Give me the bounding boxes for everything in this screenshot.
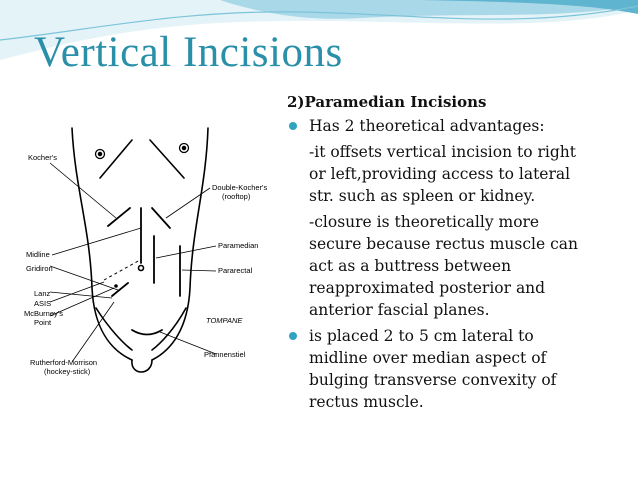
sub-line: reapproximated posterior and: [309, 279, 546, 297]
sub-line: -it offsets vertical incision to right: [309, 143, 576, 161]
bullet-item-advantages: Has 2 theoretical advantages:: [287, 115, 627, 137]
sub-line: str. such as spleen or kidney.: [309, 187, 536, 205]
bullet-line: rectus muscle.: [309, 393, 424, 411]
sub-item-closure: -closure is theoretically more secure be…: [287, 211, 627, 321]
bullet-line: midline over median aspect of: [309, 349, 547, 367]
label-lanz: Lanz: [34, 289, 51, 298]
label-signature: TOMPANE: [206, 316, 243, 325]
bullet-dot-icon: [289, 332, 297, 340]
bullet-line: is placed 2 to 5 cm lateral to: [309, 327, 534, 345]
bullet-dot-icon: [289, 122, 297, 130]
kocher-incision: [107, 207, 131, 227]
label-rooftop: (rooftop): [222, 192, 251, 201]
slide-title: Vertical Incisions: [34, 29, 343, 76]
label-hockey-stick: (hockey-stick): [44, 367, 91, 376]
bullet-item-placement: is placed 2 to 5 cm lateral to midline o…: [287, 325, 627, 413]
sub-item-offsets: -it offsets vertical incision to right o…: [287, 141, 627, 207]
gridiron-incision: [111, 282, 129, 297]
label-point: Point: [34, 318, 52, 327]
pfannenstiel-incision: [131, 329, 163, 336]
label-asis: ASIS: [34, 299, 51, 308]
label-gridiron: Gridiron: [26, 264, 53, 273]
bullet-line: bulging transverse convexity of: [309, 371, 557, 389]
label-midline: Midline: [26, 250, 50, 259]
label-paramedian: Paramedian: [218, 241, 258, 250]
header-wave-decoration: [0, 0, 638, 60]
label-mcburneys: McBurney's: [24, 309, 63, 318]
section-heading: 2)Paramedian Incisions: [287, 93, 487, 111]
bullet-text: Has 2 theoretical advantages:: [309, 117, 545, 135]
sub-line: anterior fascial planes.: [309, 301, 490, 319]
label-double-kochers: Double-Kocher's: [212, 183, 267, 192]
label-pararectal: Pararectal: [218, 266, 253, 275]
sub-line: secure because rectus muscle can: [309, 235, 578, 253]
label-kochers: Kocher's: [28, 153, 57, 162]
label-pfannenstiel: Pfannenstiel: [204, 350, 246, 359]
slide-content: 2)Paramedian Incisions Has 2 theoretical…: [287, 91, 627, 417]
sub-line: act as a buttress between: [309, 257, 512, 275]
nipple-left: [94, 148, 106, 160]
incision-diagram: Kocher's Double-Kocher's (rooftop) Midli…: [24, 127, 267, 376]
double-kocher-incision: [151, 207, 171, 229]
sub-line: or left,providing access to lateral: [309, 165, 571, 183]
sub-line: -closure is theoretically more: [309, 213, 540, 231]
nipple-right: [178, 142, 190, 154]
label-rutherford: Rutherford-Morrison: [30, 358, 97, 367]
